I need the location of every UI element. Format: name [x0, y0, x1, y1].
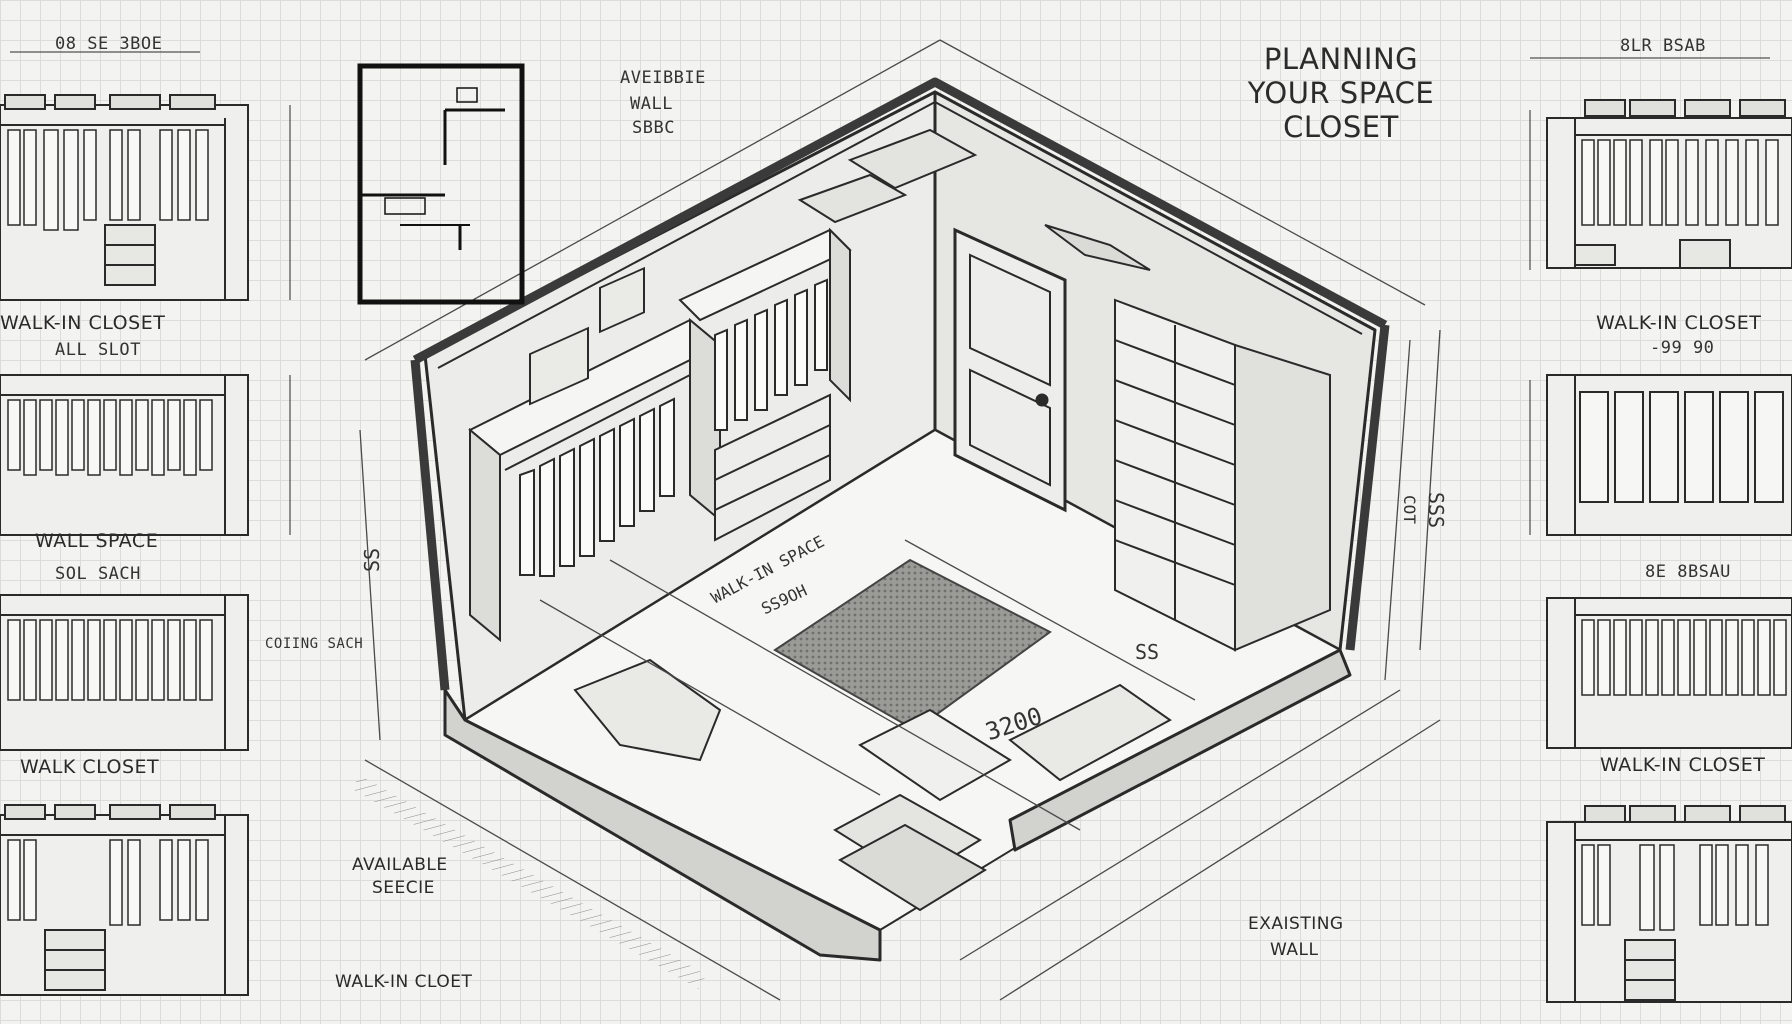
diagram-title: PLANNING YOUR SPACE CLOSET [1226, 42, 1456, 144]
hanging-clothes-left [519, 397, 675, 577]
left-clothes-1 [7, 129, 209, 231]
existing-wall-label-1: EXAISTING [1248, 914, 1344, 934]
left-clothes-4 [7, 839, 209, 926]
right-mid-sub-label: 8E 8BSAU [1645, 562, 1731, 582]
left-ottoman [573, 658, 722, 762]
picture-frame-1 [529, 326, 589, 406]
door-knob [1035, 393, 1049, 407]
picture-frame-2 [599, 266, 645, 334]
center-hanging-unit [678, 128, 978, 542]
right-ottoman [1008, 683, 1172, 782]
left-all-slot-label: ALL SLOT [55, 340, 141, 360]
left-walk-closet-label: WALK CLOSET [20, 756, 160, 778]
left-wardrobe-column [0, 51, 291, 996]
wall-corner-left [410, 359, 450, 691]
front-right-wall [1008, 648, 1352, 852]
wall-dim-right-2: COT [1399, 495, 1419, 524]
right-clothes-3 [1581, 619, 1787, 696]
existing-wall-label-2: WALL [1270, 940, 1319, 960]
available-space-bottom-label-1: AVAILABLE [352, 855, 448, 875]
left-clothes-3 [7, 619, 213, 701]
right-walkin-closet-label-2: WALK-IN CLOSET [1600, 754, 1766, 776]
right-clothes-1 [1581, 139, 1779, 226]
folded-stack-top [847, 128, 978, 190]
wall-dim-height: SS [360, 547, 385, 573]
left-wardrobe-4 [0, 804, 249, 996]
dimension-lines [359, 39, 1441, 1001]
wall-dim-right: SSS [1424, 491, 1449, 529]
coiling-sach-label: COIING SACH [265, 636, 364, 652]
title-line-2: YOUR SPACE [1247, 76, 1435, 110]
title-line-3: CLOSET [1283, 110, 1399, 144]
right-wardrobe-2 [1529, 374, 1792, 536]
closet-door [953, 227, 1067, 513]
front-steps [573, 658, 1172, 912]
available-wall-top-label-3: SBBC [632, 118, 675, 138]
wall-cap-left-inner [437, 101, 1363, 369]
available-space-bottom-label-2: SEECIE [372, 878, 435, 898]
wall-cap-left [412, 77, 1388, 364]
floor-dim-right: SS [1135, 640, 1160, 664]
left-wall-space-label: WALL SPACE [35, 530, 159, 552]
right-walkin-closet-sub-1: -99 90 [1650, 338, 1715, 358]
right-top-sub-label: 8LR BSAB [1620, 36, 1706, 56]
tower-shelves [1114, 339, 1236, 586]
right-wardrobe-column [1529, 57, 1792, 1003]
right-clothes-4 [1581, 844, 1769, 931]
floor-plan-inset [357, 63, 525, 305]
front-left-wall [443, 688, 882, 962]
folded-stack-right [1044, 224, 1151, 271]
title-line-1: PLANNING [1263, 42, 1419, 76]
available-wall-top-label-2: WALL [630, 94, 673, 114]
left-walkin-closet-label: WALK-IN CLOSET [0, 312, 166, 334]
available-wall-top-label-1: AVEIBBIE [620, 68, 706, 88]
floor-rug [773, 558, 1052, 732]
hatched-floor-edge [352, 775, 707, 989]
left-clothes-2 [7, 399, 213, 476]
right-shelving-tower [1044, 224, 1331, 652]
right-walkin-closet-label-1: WALK-IN CLOSET [1596, 312, 1762, 334]
left-sol-sach-label: SOL SACH [55, 564, 141, 584]
walkin-closet-bottom-label: WALK-IN CLOET [335, 972, 473, 992]
top-left-sub-label: 08 SE 3BOE [55, 34, 163, 54]
left-hanging-unit [468, 266, 722, 643]
wall-corner-right [1345, 324, 1390, 651]
